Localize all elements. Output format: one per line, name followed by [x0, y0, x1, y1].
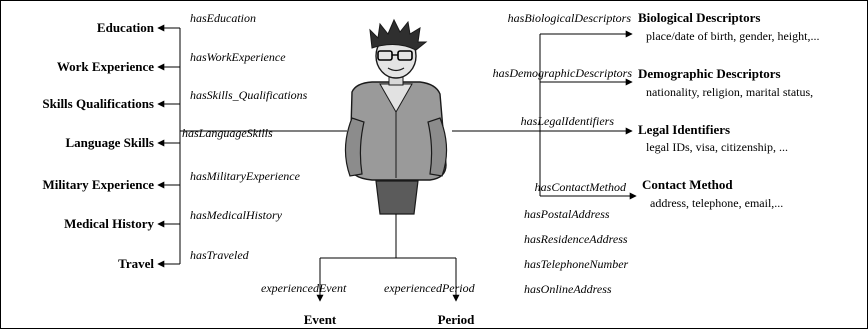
property-has-biological-descriptors: hasBiologicalDescriptors [508, 11, 632, 25]
property-has-military-experience: hasMilitaryExperience [190, 169, 301, 183]
left-properties: hasEducation hasWorkExperience hasSkills… [182, 11, 308, 262]
concept-demographic-descriptors: Demographic Descriptors [638, 66, 781, 81]
property-experienced-event: experiencedEvent [261, 281, 347, 295]
concept-contact-method: Contact Method [642, 177, 733, 192]
concept-biological-descriptors: Biological Descriptors [638, 10, 760, 25]
property-has-traveled: hasTraveled [190, 248, 250, 262]
left-concepts: Education Work Experience Skills Qualifi… [42, 20, 154, 271]
property-has-demographic-descriptors: hasDemographicDescriptors [493, 66, 633, 80]
property-has-education: hasEducation [190, 11, 256, 25]
description-biological-descriptors: place/date of birth, gender, height,... [646, 29, 819, 43]
property-has-work-experience: hasWorkExperience [190, 50, 286, 64]
person-mouth [387, 67, 405, 72]
property-has-skills-qualifications: hasSkills_Qualifications [190, 88, 308, 102]
bottom-branch [316, 214, 460, 302]
concept-travel: Travel [118, 256, 154, 271]
concept-legal-identifiers: Legal Identifiers [638, 122, 730, 137]
concept-language-skills: Language Skills [65, 135, 154, 150]
property-has-contact-method: hasContactMethod [535, 180, 627, 194]
person-shirt [349, 81, 447, 181]
person-trousers [375, 180, 419, 215]
property-experienced-period: experiencedPeriod [384, 281, 476, 295]
concept-skills-qualifications: Skills Qualifications [42, 96, 154, 111]
person-left-arm [344, 117, 365, 177]
description-legal-identifiers: legal IDs, visa, citizenship, ... [646, 140, 788, 154]
property-has-postal-address: hasPostalAddress [524, 207, 610, 221]
concept-work-experience: Work Experience [57, 59, 154, 74]
concept-period: Period [438, 312, 476, 327]
right-concepts: Biological Descriptors place/date of bir… [638, 10, 819, 210]
person-illustration [344, 18, 448, 215]
left-arrows [157, 24, 180, 268]
property-has-telephone-number: hasTelephoneNumber [524, 257, 629, 271]
concept-event: Event [304, 312, 337, 327]
right-arrows [540, 30, 637, 200]
concept-military-experience: Military Experience [42, 177, 154, 192]
property-has-online-address: hasOnlineAddress [524, 282, 612, 296]
property-has-legal-identifiers: hasLegalIdentifiers [521, 114, 615, 128]
person-hair [369, 18, 428, 51]
right-properties: hasBiologicalDescriptors hasDemographicD… [493, 11, 633, 194]
concept-medical-history: Medical History [64, 216, 154, 231]
contact-subproperties: hasPostalAddress hasResidenceAddress has… [524, 207, 629, 296]
person-right-arm [427, 117, 448, 177]
property-has-language-skills: hasLanguageSkills [182, 126, 273, 140]
property-has-residence-address: hasResidenceAddress [524, 232, 628, 246]
description-contact-method: address, telephone, email,... [650, 196, 783, 210]
property-has-medical-history: hasMedicalHistory [190, 208, 283, 222]
description-demographic-descriptors: nationality, religion, marital status, [646, 85, 813, 99]
concept-education: Education [97, 20, 155, 35]
